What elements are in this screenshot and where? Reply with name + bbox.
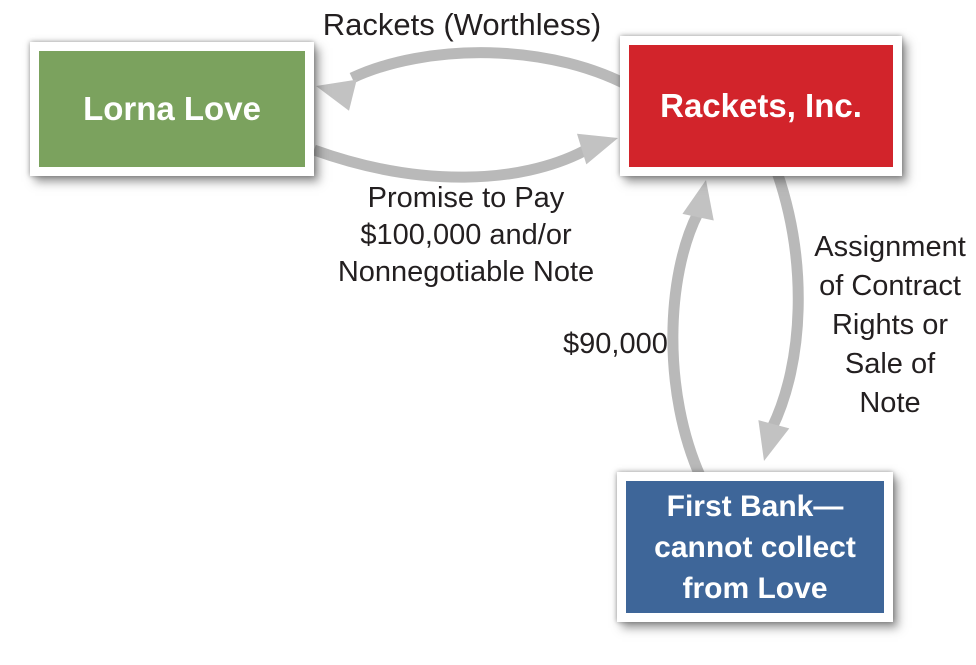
edge-label-assignment-line-5: Note bbox=[859, 387, 921, 419]
node-lorna-love: Lorna Love bbox=[30, 42, 314, 176]
arrowhead-rackets-to-bank-icon bbox=[758, 420, 790, 461]
edge-label-promise-line-1: Promise to Pay bbox=[367, 182, 565, 214]
node-first-bank-line-2: cannot collect bbox=[654, 530, 856, 564]
node-first-bank-line-1: First Bank— bbox=[666, 489, 844, 523]
node-first-bank-line-3: from Love bbox=[682, 571, 828, 605]
edge-label-promise-to-pay: Promise to Pay $100,000 and/or Nonnegoti… bbox=[338, 180, 594, 291]
edge-label-assignment-line-2: of Contract bbox=[819, 270, 961, 302]
arrow-rackets-to-lorna bbox=[349, 47, 643, 97]
edge-label-90000: $90,000 bbox=[563, 328, 668, 360]
node-rackets-inc: Rackets, Inc. bbox=[620, 36, 902, 176]
arrowhead-lorna-to-rackets-icon bbox=[576, 133, 618, 165]
edge-label-assignment: Assignment of Contract Rights or Sale of… bbox=[814, 228, 966, 423]
arrow-rackets-to-bank bbox=[767, 170, 804, 431]
edge-label-promise-line-3: Nonnegotiable Note bbox=[337, 256, 595, 288]
node-lorna-love-label: Lorna Love bbox=[83, 90, 261, 127]
arrowhead-bank-to-rackets-icon bbox=[682, 180, 714, 221]
edge-label-assignment-line-1: Assignment bbox=[814, 231, 966, 263]
node-first-bank: First Bank— cannot collect from Love bbox=[617, 472, 893, 622]
arrow-bank-to-rackets bbox=[667, 210, 707, 481]
edge-label-promise-line-2: $100,000 and/or bbox=[360, 219, 572, 251]
arrow-lorna-to-rackets bbox=[312, 144, 587, 183]
node-first-bank-label: First Bank— cannot collect from Love bbox=[654, 486, 856, 609]
edge-label-assignment-line-3: Rights or bbox=[831, 309, 949, 341]
edge-label-assignment-line-4: Sale of bbox=[844, 348, 936, 380]
edge-label-rackets-worthless: Rackets (Worthless) bbox=[322, 7, 602, 42]
node-rackets-inc-label: Rackets, Inc. bbox=[660, 87, 862, 124]
arrowhead-rackets-to-lorna-icon bbox=[316, 79, 357, 111]
